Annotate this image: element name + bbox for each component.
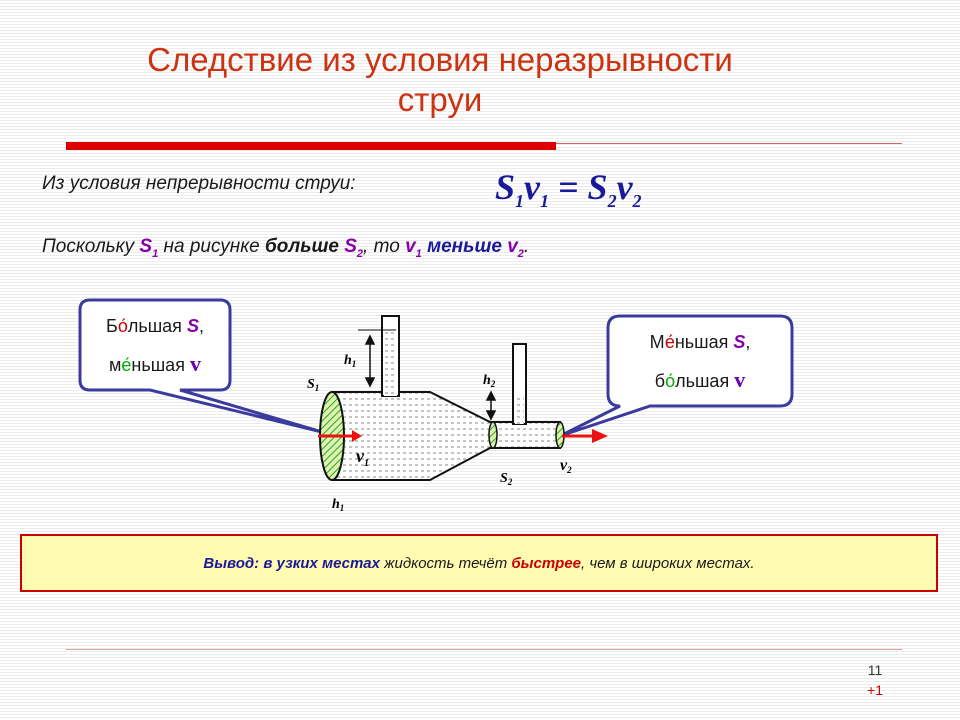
continuity-formula: S1v1 = S2v2 — [495, 167, 642, 212]
flow-arrow-left — [318, 430, 362, 442]
callout-right-text: Ме́ньшая S, бо́льшая v — [649, 332, 751, 392]
label-h1-top: h1 — [344, 353, 356, 369]
manometer-tube-2 — [512, 343, 527, 425]
label-h2: h2 — [483, 373, 496, 389]
callout-left-text: Бо́льшая S, ме́ньшая v — [106, 316, 204, 376]
title-line-1: Следствие из условия неразрывности — [147, 41, 733, 78]
footer-divider — [66, 649, 902, 650]
callout-left — [78, 298, 323, 434]
title-divider-red — [66, 142, 556, 150]
intro-text: Из условия непрерывности струи: — [42, 173, 356, 194]
label-s2: S2 — [500, 471, 513, 487]
height-arrow-h2 — [485, 390, 497, 421]
conclusion-box: Вывод: в узких местах жидкость течёт быс… — [20, 534, 938, 592]
callout-right — [559, 314, 794, 438]
label-v1: v1 — [356, 446, 369, 469]
flow-arrow-right — [562, 429, 608, 443]
height-arrow-h1 — [364, 334, 376, 388]
label-s1: S1 — [307, 377, 319, 393]
page-number: 11 — [867, 662, 883, 678]
title-line-2: струи — [397, 81, 483, 118]
manometer-tube-1 — [358, 315, 400, 397]
slide-title: Следствие из условия неразрывности струи — [60, 40, 820, 120]
label-h1-bottom: h1 — [332, 497, 344, 513]
explanation-text: Поскольку S1 на рисунке больше S2, то v1… — [42, 236, 530, 260]
pipe — [319, 391, 565, 481]
page-sub-number: +1 — [867, 682, 883, 698]
label-v2: v2 — [560, 457, 572, 475]
